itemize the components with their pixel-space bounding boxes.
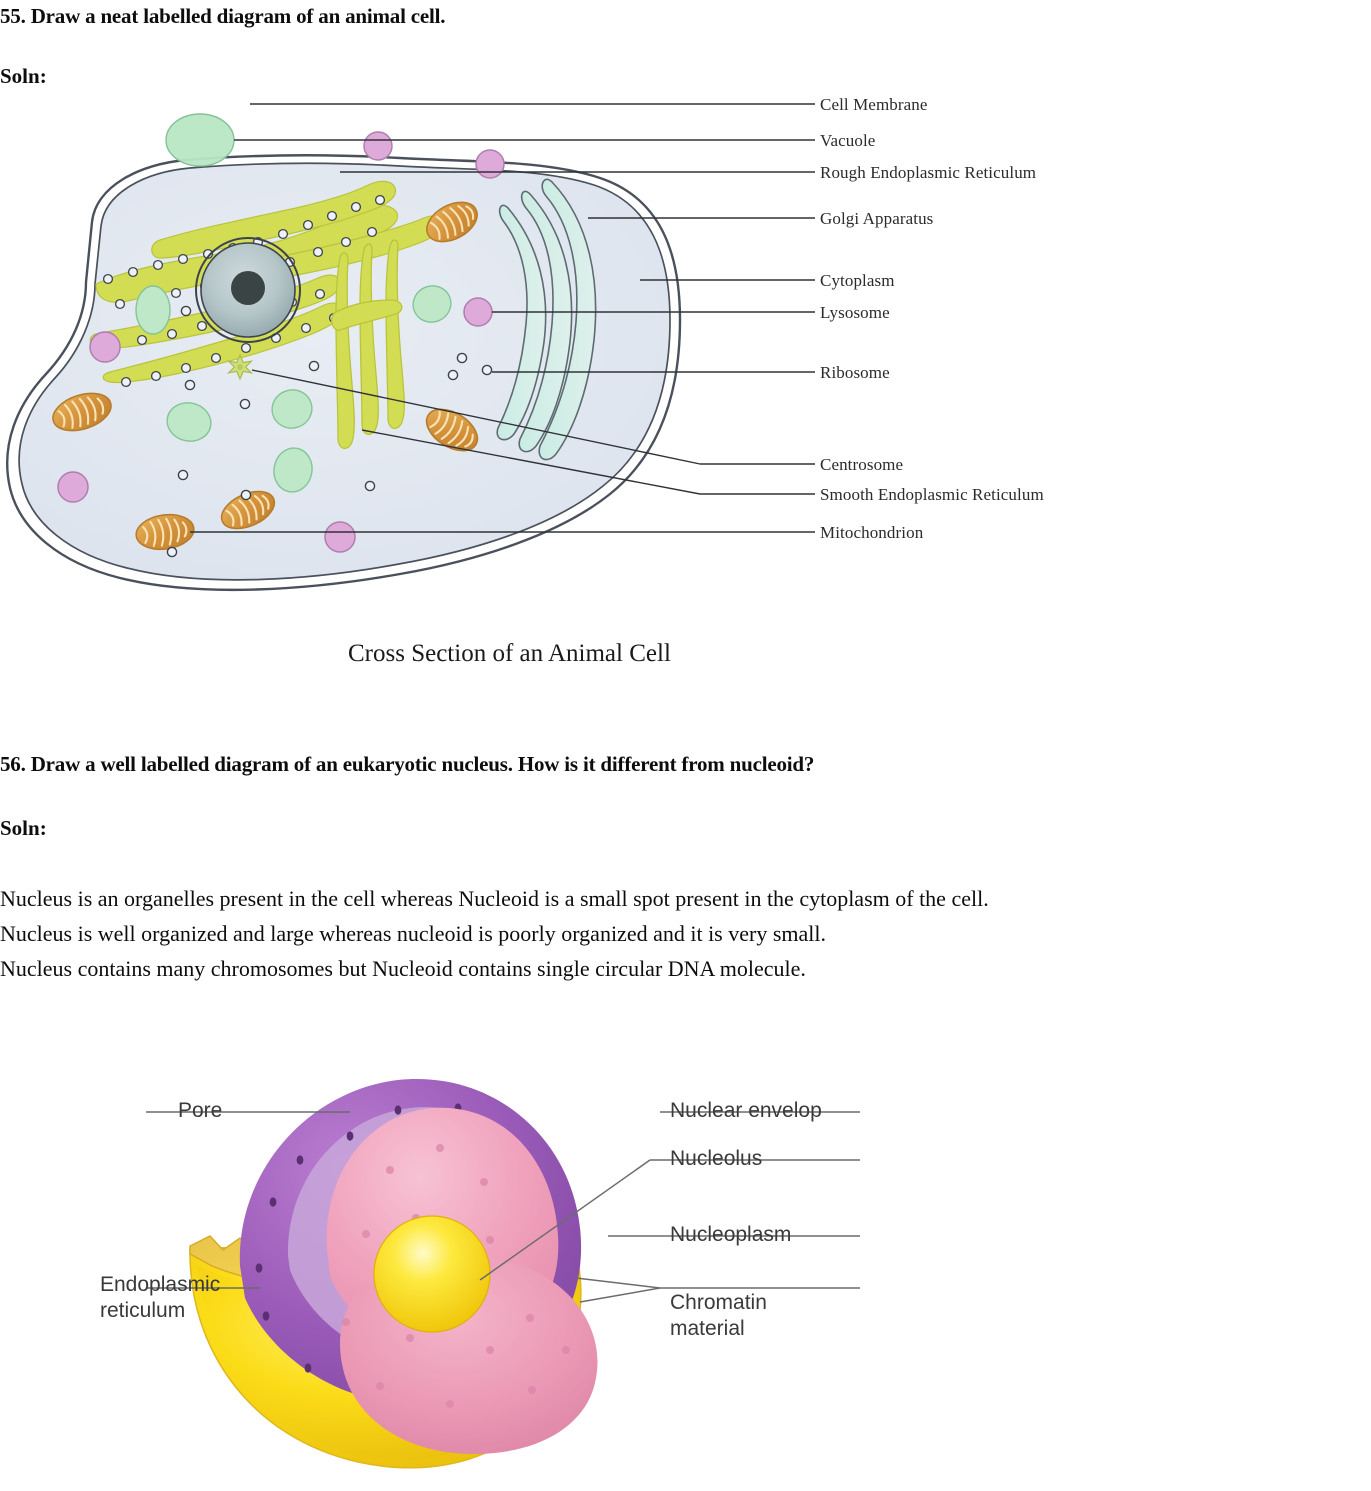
label-nuclear-envelop: Nuclear envelop (670, 1099, 822, 1122)
nucleus-illustration (146, 1078, 860, 1469)
soln-label-56: Soln: (0, 816, 47, 840)
smooth-endoplasmic-reticulum (330, 239, 405, 449)
cell-membrane-outer (6, 154, 682, 592)
label-endoplasmic-reticulum: Endoplasmic reticulum (100, 1272, 220, 1325)
label-lysosome: Lysosome (820, 303, 890, 322)
label-nucleolus: Nucleolus (670, 1147, 763, 1170)
label-cytoplasm: Cytoplasm (820, 271, 895, 290)
animal-cell-caption: Cross Section of an Animal Cell (348, 640, 671, 667)
animal-cell-leader-lines (190, 103, 815, 533)
label-chromatin-material: Chromatin material (670, 1290, 767, 1343)
label-endoplasmic-reticulum-line1: Endoplasmic (100, 1273, 221, 1296)
soln-label-55: Soln: (0, 64, 47, 88)
label-chromatin-material-line2: material (670, 1317, 745, 1341)
label-nucleoplasm: Nucleoplasm (670, 1223, 792, 1246)
eukaryotic-nucleus-diagram: Pore Endoplasmic reticulum Nuclear envel… (60, 1050, 960, 1486)
label-chromatin-material-line1: Chromatin (670, 1291, 767, 1314)
answer-line-1: Nucleus is an organelles present in the … (0, 886, 989, 911)
label-pore: Pore (178, 1099, 223, 1122)
answer-line-3: Nucleus contains many chromosomes but Nu… (0, 956, 806, 981)
cell-nucleus (195, 237, 301, 343)
mitochondria-group (52, 201, 479, 551)
label-rough-endoplasmic-reticulum: Rough Endoplasmic Reticulum (820, 163, 1037, 182)
nucleolus-sphere (373, 1215, 491, 1333)
centrosome-organelle (226, 353, 254, 381)
nucleus-leader-lines (146, 1111, 860, 1303)
label-endoplasmic-reticulum-line2: reticulum (100, 1299, 186, 1323)
lysosomes-group (57, 131, 505, 553)
label-cell-membrane: Cell Membrane (820, 95, 928, 114)
animal-cell-diagram: Cell Membrane Vacuole Rough Endoplasmic … (0, 82, 1100, 682)
animal-cell-illustration (6, 103, 815, 592)
label-mitochondrion: Mitochondrion (820, 523, 924, 542)
nuclear-pores-group (255, 1103, 462, 1373)
golgi-apparatus-organelle (496, 178, 597, 461)
question-55-heading: 55. Draw a neat labelled diagram of an a… (0, 4, 446, 28)
question-56-heading: 56. Draw a well labelled diagram of an e… (0, 752, 815, 776)
label-vacuole: Vacuole (820, 131, 876, 150)
label-centrosome: Centrosome (820, 455, 904, 474)
label-golgi-apparatus: Golgi Apparatus (820, 209, 934, 228)
vacuole-organelle (165, 113, 235, 167)
vacuoles-group (135, 285, 452, 493)
label-smooth-endoplasmic-reticulum: Smooth Endoplasmic Reticulum (820, 485, 1044, 504)
answer-line-2: Nucleus is well organized and large wher… (0, 921, 826, 946)
free-ribosomes-group (166, 305, 493, 558)
label-ribosome: Ribosome (820, 363, 890, 382)
